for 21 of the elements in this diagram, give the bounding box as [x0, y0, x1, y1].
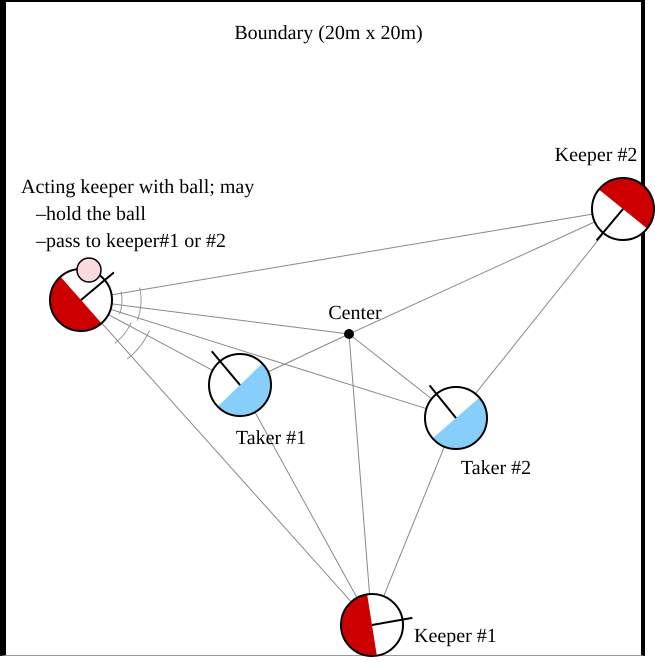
connector-line: [383, 446, 445, 597]
player-label: –hold the ball: [36, 203, 146, 225]
connector-line: [352, 336, 432, 400]
connector-line: [111, 214, 593, 296]
player-label: Keeper #1: [414, 625, 497, 647]
player-label: Taker #2: [460, 457, 532, 479]
connector-line: [474, 232, 604, 394]
player-label: Taker #1: [236, 427, 306, 449]
connector-line: [110, 308, 427, 410]
connector-line: [268, 336, 345, 372]
connector-line: [101, 322, 352, 602]
player-label: Acting keeper with ball; may: [21, 176, 254, 198]
boundary-label: Boundary (20m x 20m): [233, 22, 424, 45]
connector-line: [353, 221, 596, 332]
connector-line: [108, 314, 214, 371]
connector-line: [348, 338, 370, 595]
player-label: Center: [328, 302, 382, 324]
connector-line: [254, 412, 358, 598]
player-label: –pass to keeper#1 or #2: [36, 230, 226, 252]
player-label: Keeper #2: [554, 144, 638, 166]
connector-line: [111, 303, 345, 334]
